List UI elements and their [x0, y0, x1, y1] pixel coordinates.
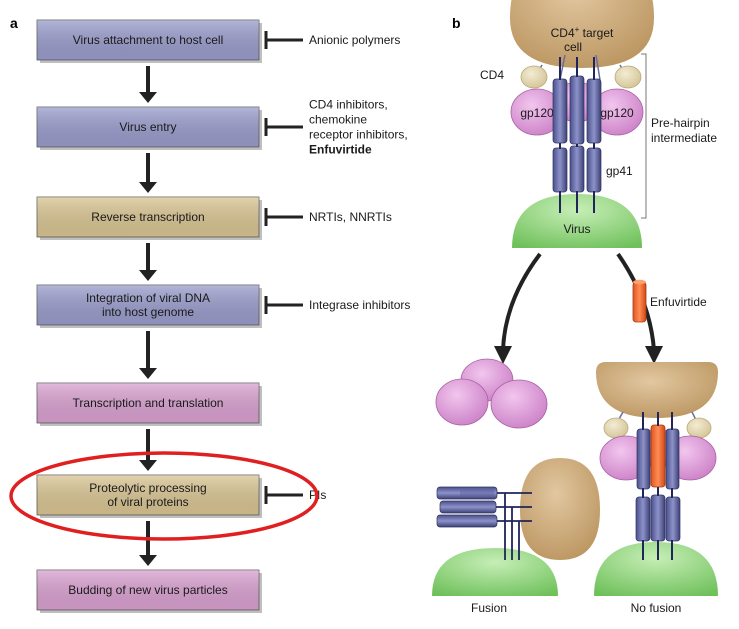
- no-fusion-outcome: No fusion: [594, 362, 718, 615]
- step-7: Budding of new virus particles: [36, 569, 262, 613]
- prehairpin-bracket: [641, 53, 647, 219]
- flow-arrow: [139, 243, 157, 281]
- enfuvirtide-molecule: [632, 279, 647, 323]
- inhibitor-marker: NRTIs, NNRTIs: [264, 208, 392, 226]
- shed-gp120-2: [435, 378, 489, 426]
- flow-arrow: [139, 153, 157, 193]
- step-label: Budding of new virus particles: [68, 583, 227, 597]
- inhibitor-marker: Integrase inhibitors: [264, 296, 410, 314]
- panel-a-label: a: [10, 15, 18, 31]
- target-cell-label-line2: cell: [564, 40, 582, 54]
- inhibitor-label: Integrase inhibitors: [309, 298, 410, 312]
- fusion-virus-particle: [432, 548, 558, 596]
- gp41-label: gp41: [606, 164, 633, 178]
- virus-particle: [512, 194, 642, 248]
- target-cell: [510, 0, 654, 68]
- step-5: Transcription and translation: [36, 382, 262, 426]
- inhibitor-label: chemokine: [309, 113, 367, 127]
- panel-b-label: b: [452, 15, 461, 31]
- step-label: of viral proteins: [107, 495, 188, 509]
- target-cell-label: CD4+ target: [551, 25, 614, 40]
- step-3: Reverse transcription: [36, 196, 262, 240]
- panel-a: a Virus attachment to host cell Anionic p…: [9, 15, 410, 613]
- arrow-to-fusion: [494, 252, 542, 364]
- gp120-right-label: gp120: [600, 106, 634, 120]
- step-label: into host genome: [102, 305, 194, 319]
- inhibitor-label: Anionic polymers: [309, 33, 400, 47]
- step-label: Reverse transcription: [91, 210, 204, 224]
- shed-gp120-3: [490, 379, 548, 429]
- prehairpin-label: Pre-hairpin intermediate: [651, 116, 717, 145]
- step-label: Integration of viral DNA: [86, 291, 210, 305]
- cd4-label: CD4: [480, 68, 504, 82]
- step-label: Virus entry: [119, 120, 176, 134]
- cd4-right: [614, 65, 642, 89]
- no-fusion-target-cell: [596, 362, 718, 418]
- fusion-target-cell: [520, 458, 600, 560]
- flow-arrow: [139, 66, 157, 103]
- inhibitor-label: receptor inhibitors,: [309, 128, 408, 142]
- gp41-helices-top: [552, 57, 602, 213]
- prehairpin-complex: CD4+ target cell Virus CD4 gp120 gp120: [480, 0, 717, 248]
- inhibitor-marker: Anionic polymers: [264, 31, 400, 49]
- step-2: Virus entry: [36, 106, 262, 150]
- flow-arrow: [139, 331, 157, 379]
- flow-arrow: [139, 429, 157, 471]
- virus-label: Virus: [563, 222, 590, 236]
- highlight-ellipse: [9, 451, 319, 541]
- panel-b: b CD4+ target cell Virus CD4 gp120 gp120: [432, 0, 718, 615]
- cd4-left: [520, 65, 548, 89]
- no-fusion-virus-particle: [594, 542, 718, 596]
- fusion-outcome: Fusion: [432, 358, 600, 615]
- enfuvirtide-label: Enfuvirtide: [650, 295, 707, 309]
- no-fusion-label: No fusion: [631, 601, 682, 615]
- inhibitor-label: Enfuvirtide: [309, 143, 372, 157]
- step-label: Transcription and translation: [73, 396, 224, 410]
- fusion-label: Fusion: [471, 601, 507, 615]
- flow-arrow: [139, 521, 157, 566]
- step-label: Proteolytic processing: [89, 481, 206, 495]
- step-label: Virus attachment to host cell: [73, 33, 224, 47]
- gp120-left-label: gp120: [520, 106, 554, 120]
- inhibitor-label: CD4 inhibitors,: [309, 98, 388, 112]
- inhibitor-label: NRTIs, NNRTIs: [309, 210, 392, 224]
- step-1: Virus attachment to host cell: [36, 19, 262, 63]
